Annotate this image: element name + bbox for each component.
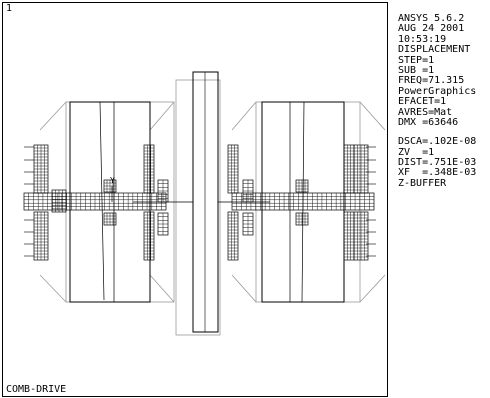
- anchor-mesh: [103, 212, 117, 226]
- finger-column: [143, 144, 155, 194]
- legend-view-line: DIST=.751E-03: [398, 157, 477, 169]
- anchor-mesh: [103, 179, 117, 193]
- model-title: COMB-DRIVE: [6, 384, 67, 395]
- legend-view-line: XF =.348E-03: [398, 167, 477, 179]
- anchor-right: [261, 101, 345, 303]
- finger-column: [157, 179, 169, 203]
- finger-column: [353, 211, 369, 261]
- graphics-viewport[interactable]: 1: [0, 0, 390, 398]
- finger-column: [157, 212, 169, 236]
- shuttle-plate: [192, 71, 219, 333]
- legend-solution-line: ANSYS 5.6.2: [398, 13, 465, 24]
- finger-column: [33, 144, 49, 194]
- comb-finger-ticks: [24, 146, 376, 257]
- legend-view-line: DSCA=.102E-08: [398, 136, 477, 148]
- finger-column: [343, 211, 355, 261]
- spring-beam-mesh: [231, 192, 375, 211]
- element-mesh: [23, 144, 375, 261]
- legend-solution-line: SUB =1: [398, 64, 435, 76]
- anchor-mesh: [295, 179, 309, 193]
- finger-column: [242, 179, 254, 203]
- undeformed-outline: [39, 79, 386, 336]
- finger-column: [227, 211, 239, 261]
- window-number: 1: [6, 3, 13, 14]
- legend-solution-line: 10:53:19: [398, 33, 447, 45]
- legend-view-line: ZV =1: [398, 146, 435, 158]
- legend-solution-line: FREQ=71.315: [398, 75, 465, 87]
- anchor-mesh: [295, 212, 309, 226]
- legend-solution-line: AVRES=Mat: [398, 106, 453, 118]
- spring-beam-mesh: [23, 192, 167, 211]
- legend-solution-line: AUG 24 2001: [398, 23, 465, 35]
- legend-solution-line: DMX =63646: [398, 116, 459, 128]
- finger-column: [143, 211, 155, 261]
- legend-solution-line: STEP=1: [398, 54, 435, 66]
- mesh-plot: Y: [23, 71, 386, 336]
- triad-y-label: Y: [110, 176, 115, 185]
- finger-column: [343, 144, 355, 194]
- legend-solution-line: EFACET=1: [398, 96, 447, 108]
- legend-solution-line: PowerGraphics: [398, 85, 477, 97]
- finger-column: [353, 144, 369, 194]
- finger-column: [33, 211, 49, 261]
- finger-column: [227, 144, 239, 194]
- finger-column: [242, 212, 254, 236]
- anchor-left: [69, 101, 151, 303]
- legend-solution-line: DISPLACEMENT: [398, 44, 471, 56]
- legend-view-line: Z-BUFFER: [398, 177, 447, 189]
